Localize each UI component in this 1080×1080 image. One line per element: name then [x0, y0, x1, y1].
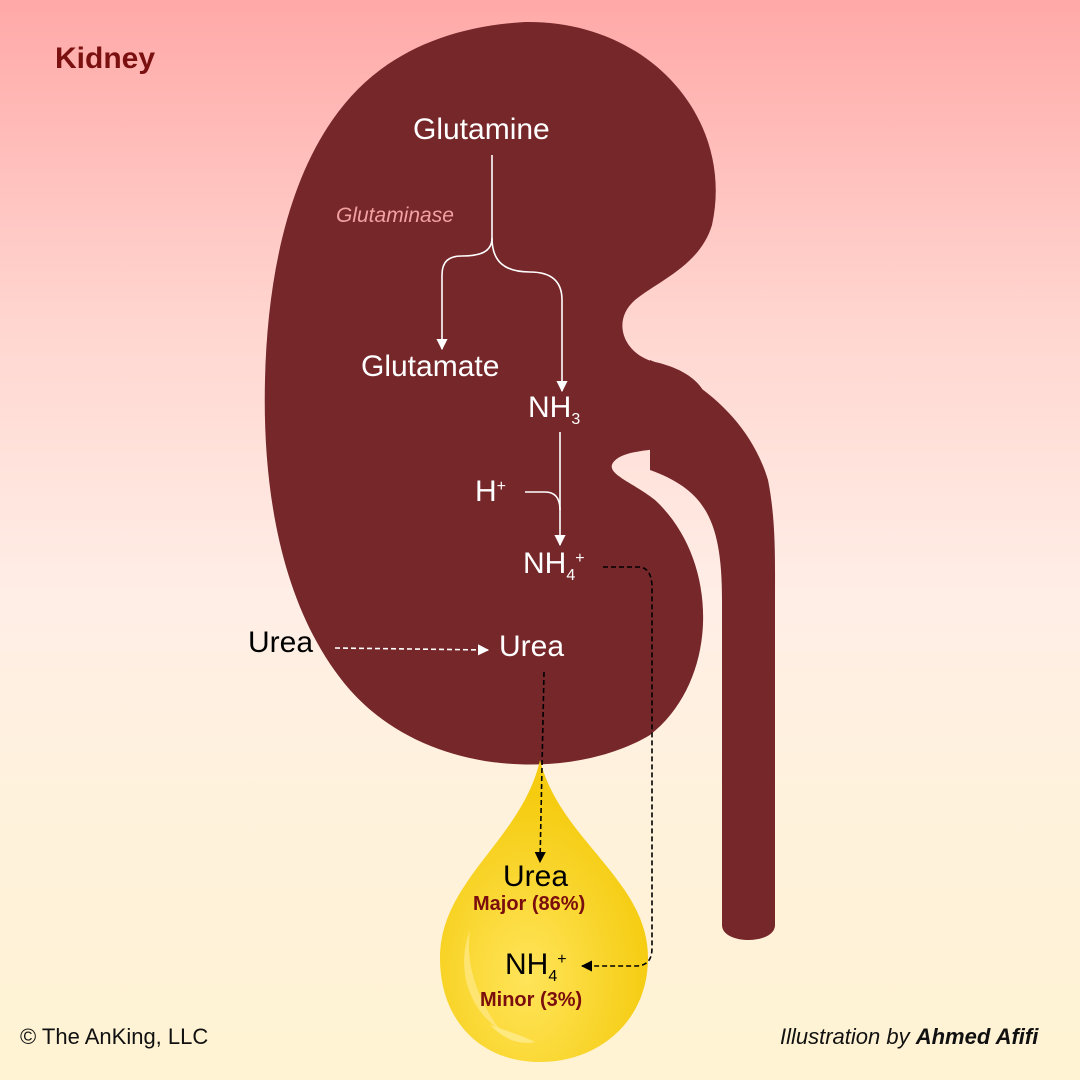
arrow-nh4-to-urine: [580, 566, 653, 972]
nh3-base: NH: [528, 391, 572, 424]
nh4-urine-subscript: 4: [548, 968, 558, 985]
drop-highlight: [464, 930, 500, 1030]
nh4-base: NH: [523, 547, 567, 580]
ureter: [650, 360, 776, 940]
nh3-label: NH3: [528, 391, 580, 428]
copyright-text: © The AnKing, LLC: [20, 1024, 209, 1049]
arrow-urea-blood-to-kidney: [334, 644, 490, 656]
urea-blood-label: Urea: [248, 626, 314, 659]
nh4-minor-note: Minor (3%): [480, 989, 583, 1011]
illustration-credit: Illustration by Ahmed Afifi: [780, 1026, 1038, 1048]
glutamate-label: Glutamate: [361, 350, 500, 383]
glutaminase-label: Glutaminase: [336, 204, 454, 227]
nh4-urine-superscript: +: [557, 951, 567, 968]
arrow-to-nh3: [491, 237, 568, 393]
nh4-superscript: +: [575, 550, 585, 567]
arrow-to-glutamate: [436, 237, 493, 351]
h-base: H: [475, 475, 497, 508]
kidney: [264, 21, 716, 765]
nh4-subscript: 4: [566, 567, 576, 584]
nh3-subscript: 3: [571, 411, 581, 428]
drop-highlight-bottom: [490, 1025, 535, 1043]
nh4-kidney-label: NH4+: [523, 547, 585, 584]
h-plus-label: H+: [475, 477, 506, 507]
nh4-urine-label: NH4+: [505, 948, 567, 985]
urine-drop: [440, 760, 648, 1062]
urea-urine-label: Urea: [503, 860, 569, 893]
illustrator-name: Ahmed Afifi: [915, 1024, 1039, 1049]
glutamine-label: Glutamine: [413, 113, 550, 146]
urea-major-note: Major (86%): [473, 893, 586, 915]
nh4-urine-base: NH: [505, 948, 549, 981]
illustration-prefix: Illustration by: [780, 1024, 916, 1049]
h-superscript: +: [496, 478, 507, 495]
page-title: Kidney: [55, 42, 156, 75]
urea-kidney-label: Urea: [499, 630, 565, 663]
h-plus-join-line: [525, 491, 561, 511]
